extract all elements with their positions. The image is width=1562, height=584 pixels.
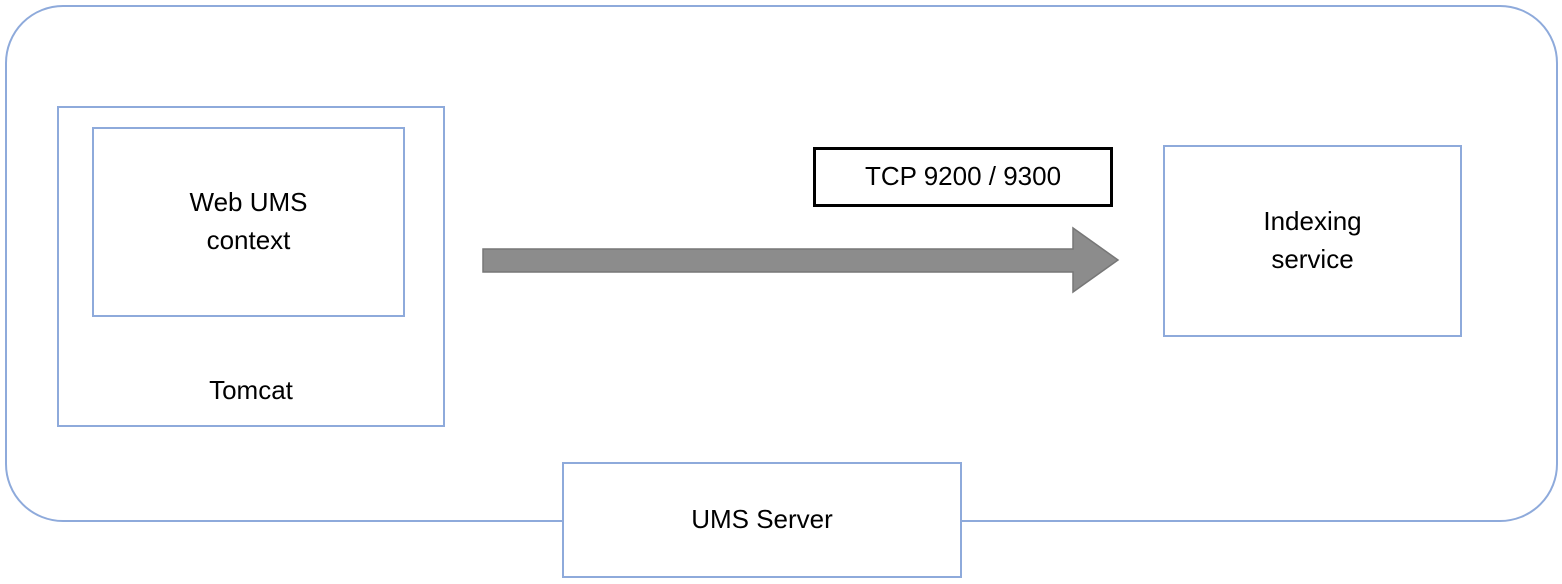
ums-server-node: UMS Server (562, 462, 962, 578)
web-ums-context-node: Web UMS context (92, 127, 405, 317)
connection-arrow-shape (482, 226, 1120, 294)
tcp-ports-label-box: TCP 9200 / 9300 (813, 147, 1113, 207)
indexing-service-node: Indexing service (1163, 145, 1462, 337)
ums-server-label: UMS Server (691, 504, 833, 535)
tomcat-label: Tomcat (209, 375, 293, 405)
connection-arrow (482, 226, 1120, 294)
indexing-service-label: Indexing service (1263, 206, 1362, 274)
web-ums-context-label: Web UMS context (189, 187, 308, 255)
tcp-ports-label: TCP 9200 / 9300 (864, 161, 1062, 192)
